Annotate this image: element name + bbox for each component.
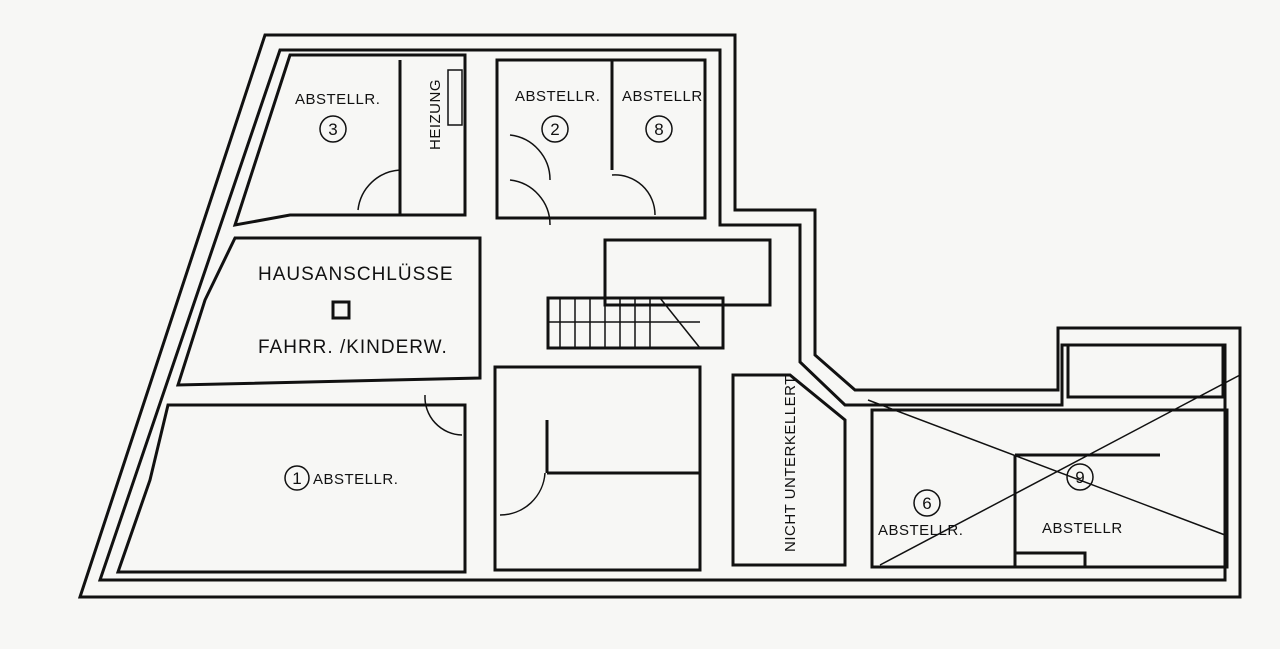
- room-9-number: 9: [1075, 468, 1084, 487]
- room-6-label: ABSTELLR.: [878, 522, 963, 539]
- door-arc: [357, 169, 401, 211]
- room-9-label: ABSTELLR: [1042, 520, 1123, 537]
- cross-out-line: [867, 399, 1226, 536]
- room-3-number: 3: [328, 120, 337, 139]
- middle-rooms: [493, 365, 702, 572]
- cross-out-line: [879, 374, 1241, 566]
- room-6-number: 6: [922, 494, 931, 513]
- room-8-label: ABSTELLR.: [622, 88, 707, 105]
- heizung-label: HEIZUNG: [427, 79, 444, 150]
- door-arcs: [509, 134, 656, 226]
- room-3-walls: [232, 53, 467, 227]
- room-6-circle: [913, 489, 941, 517]
- room-2-number: 2: [550, 120, 559, 139]
- room-2-8-walls: [495, 58, 707, 220]
- door-arc: [499, 472, 546, 516]
- heater-symbol: [447, 69, 463, 126]
- shaft-symbol: [331, 300, 351, 320]
- nicht-unterkellert-label: NICHT UNTERKELLERT: [782, 375, 799, 552]
- room-9-circle: [1066, 463, 1094, 491]
- hall-walls: [175, 236, 482, 387]
- room-8-circle: [645, 115, 673, 143]
- hall-label-1: HAUSANSCHLÜSSE: [258, 264, 454, 285]
- room-1-walls: [115, 403, 467, 574]
- room-1-number: 1: [292, 469, 301, 488]
- room-2-circle: [541, 115, 569, 143]
- room-1-circle: [284, 465, 310, 491]
- door-arc: [424, 394, 463, 436]
- room-3-circle: [319, 115, 347, 143]
- hall-label-2: FAHRR. /KINDERW.: [258, 337, 448, 358]
- room-8-number: 8: [654, 120, 663, 139]
- window-symbol: [1013, 551, 1087, 569]
- room-1-label: ABSTELLR.: [313, 471, 398, 488]
- staircase-2: [1066, 343, 1225, 399]
- room-2-label: ABSTELLR.: [515, 88, 600, 105]
- outer-wall: [77, 33, 1242, 599]
- stair-steps: [548, 297, 701, 349]
- room-6-9-walls: [870, 408, 1229, 569]
- inner-wall: [97, 48, 1227, 582]
- room-3-label: ABSTELLR.: [295, 91, 380, 108]
- tel-room: [603, 238, 772, 307]
- nicht-unterkellert-area: [731, 373, 847, 567]
